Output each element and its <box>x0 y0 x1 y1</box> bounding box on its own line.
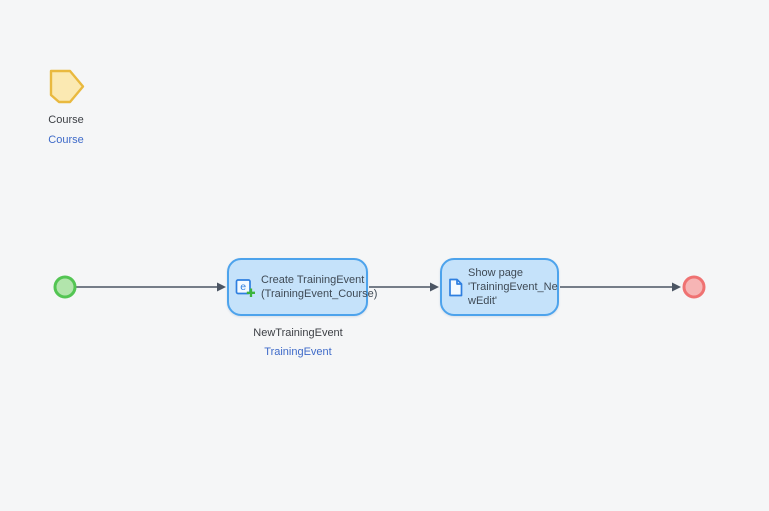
sequence-flow-start-to-create[interactable] <box>76 282 226 292</box>
activity-label: Create TrainingEvent (TrainingEvent_Cour… <box>261 274 378 300</box>
parameter-name-label: Course <box>48 114 84 126</box>
show-page-icon <box>448 278 463 297</box>
flow-arrowhead-icon <box>430 282 439 292</box>
parameter-entity-label[interactable]: Course <box>48 134 84 146</box>
activity-entity-label[interactable]: TrainingEvent <box>264 346 332 358</box>
activity-create-object[interactable]: e Create TrainingEvent (TrainingEvent_Co… <box>227 258 377 316</box>
sequence-flow-showpage-to-end[interactable] <box>560 282 681 292</box>
activity-caption: NewTrainingEvent <box>253 327 343 339</box>
sequence-flow-create-to-showpage[interactable] <box>369 282 439 292</box>
parameter-shape[interactable] <box>49 69 85 104</box>
flow-arrowhead-icon <box>217 282 226 292</box>
activity-show-page[interactable]: Show page 'TrainingEvent_Ne wEdit' <box>440 258 559 316</box>
start-event[interactable] <box>53 275 77 299</box>
create-object-icon: e <box>235 277 256 298</box>
svg-text:e: e <box>240 281 246 293</box>
flow-arrowhead-icon <box>672 282 681 292</box>
end-event[interactable] <box>682 275 706 299</box>
activity-label: Show page 'TrainingEvent_Ne wEdit' <box>468 267 558 307</box>
